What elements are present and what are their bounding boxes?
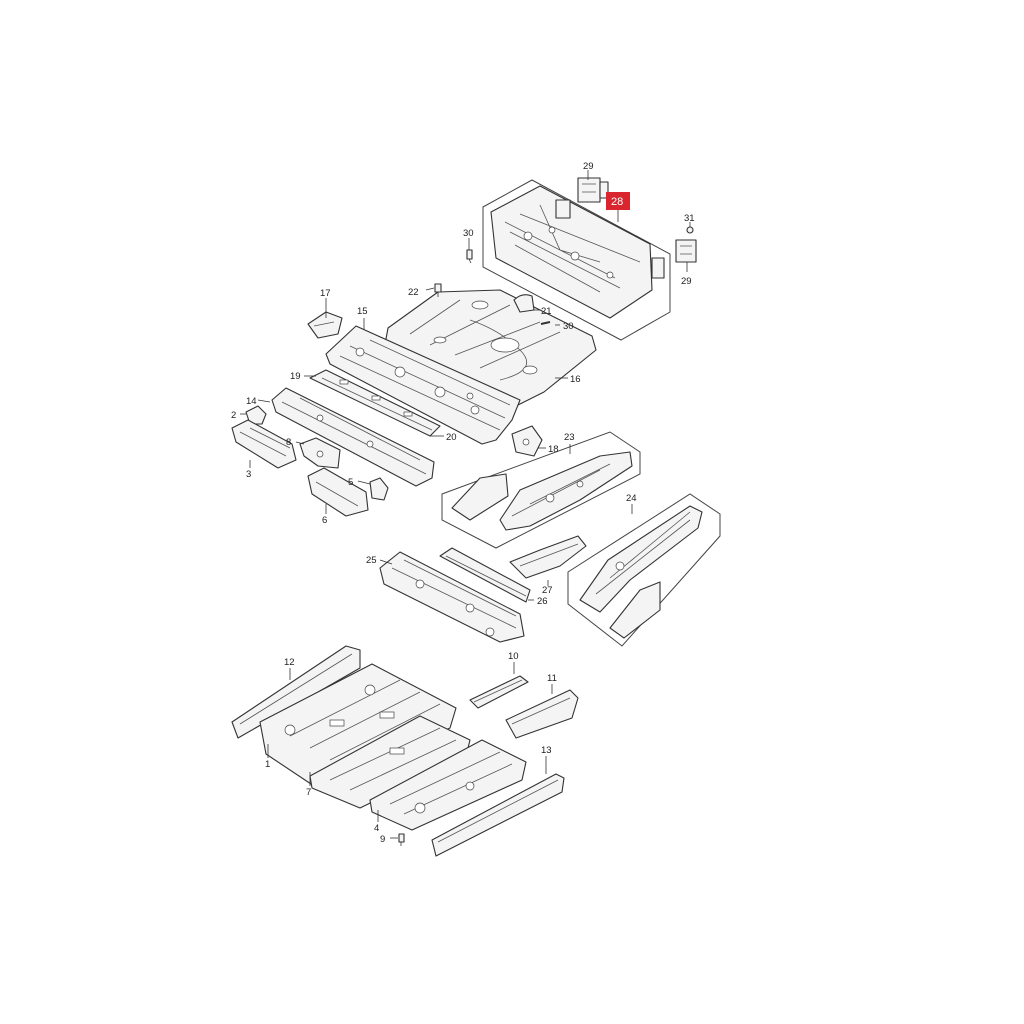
callout-17[interactable]: 17 bbox=[320, 288, 331, 299]
rail-6[interactable] bbox=[307, 467, 369, 517]
callout-16[interactable]: 16 bbox=[570, 374, 581, 385]
callout-labels: 29 31 29 30 22 21 30 17 15 16 19 14 2 20… bbox=[231, 161, 695, 845]
bracket-29-top[interactable] bbox=[577, 177, 609, 203]
callout-8[interactable]: 8 bbox=[286, 437, 291, 448]
rocker-panel-13[interactable] bbox=[431, 773, 565, 857]
rear-panel-group bbox=[466, 170, 697, 341]
callout-7[interactable]: 7 bbox=[306, 787, 311, 798]
rear-floor-pan-16[interactable] bbox=[383, 289, 597, 409]
callout-26[interactable]: 26 bbox=[537, 596, 548, 607]
callout-10[interactable]: 10 bbox=[508, 651, 519, 662]
rear-rail-23[interactable] bbox=[451, 451, 633, 531]
bolt-30-center[interactable] bbox=[540, 321, 551, 325]
callout-29-right[interactable]: 29 bbox=[681, 276, 692, 287]
bracket-5[interactable] bbox=[369, 477, 389, 501]
bolt-22[interactable] bbox=[434, 283, 442, 297]
callout-28[interactable]: 28 bbox=[611, 196, 623, 208]
rear-panel-part[interactable] bbox=[490, 185, 665, 319]
callout-22[interactable]: 22 bbox=[408, 287, 419, 298]
highlight-marker bbox=[606, 192, 630, 210]
callout-30-center[interactable]: 30 bbox=[563, 321, 574, 332]
callout-20[interactable]: 20 bbox=[446, 432, 457, 443]
bracket-27[interactable] bbox=[509, 535, 587, 579]
rail-25[interactable] bbox=[379, 551, 525, 643]
rocker-panel-12[interactable] bbox=[231, 645, 361, 739]
rail-3[interactable] bbox=[231, 419, 297, 469]
callout-1[interactable]: 1 bbox=[265, 759, 270, 770]
callout-19[interactable]: 19 bbox=[290, 371, 301, 382]
group-23 bbox=[441, 431, 641, 549]
rear-floor-4[interactable] bbox=[369, 739, 527, 831]
callout-15[interactable]: 15 bbox=[357, 306, 368, 317]
callout-25[interactable]: 25 bbox=[366, 555, 377, 566]
crossmember-15[interactable] bbox=[325, 325, 521, 445]
callout-24[interactable]: 24 bbox=[626, 493, 637, 504]
bracket-17[interactable] bbox=[307, 311, 343, 339]
rail-26[interactable] bbox=[439, 547, 531, 603]
callout-23[interactable]: 23 bbox=[564, 432, 575, 443]
callout-27[interactable]: 27 bbox=[542, 585, 553, 596]
callout-18[interactable]: 18 bbox=[548, 444, 559, 455]
bracket-18[interactable] bbox=[511, 425, 543, 457]
side-rail-14[interactable] bbox=[271, 387, 435, 487]
callout-5[interactable]: 5 bbox=[348, 477, 353, 488]
callout-29-top[interactable]: 29 bbox=[583, 161, 594, 172]
bracket-21[interactable] bbox=[513, 294, 535, 313]
rail-reinforcement-19[interactable] bbox=[309, 369, 441, 437]
callout-30-left[interactable]: 30 bbox=[463, 228, 474, 239]
front-floor-1[interactable] bbox=[259, 663, 457, 791]
bolt-9[interactable] bbox=[398, 833, 405, 846]
bracket-8[interactable] bbox=[299, 437, 341, 469]
crossmember-10[interactable] bbox=[469, 675, 529, 709]
callout-6[interactable]: 6 bbox=[322, 515, 327, 526]
rear-rail-24[interactable] bbox=[579, 505, 703, 639]
callout-28-highlighted[interactable]: 28 bbox=[606, 192, 630, 210]
bolt-30-left[interactable] bbox=[466, 249, 473, 264]
callout-9[interactable]: 9 bbox=[380, 834, 385, 845]
bolt-31[interactable] bbox=[686, 226, 694, 234]
crossmember-11[interactable] bbox=[505, 689, 579, 739]
callout-21[interactable]: 21 bbox=[541, 306, 552, 317]
group-24 bbox=[567, 493, 721, 647]
callout-14[interactable]: 14 bbox=[246, 396, 257, 407]
bracket-29-right[interactable] bbox=[675, 239, 697, 263]
callout-31[interactable]: 31 bbox=[684, 213, 695, 224]
callout-3[interactable]: 3 bbox=[246, 469, 251, 480]
callout-11[interactable]: 11 bbox=[547, 673, 557, 684]
callout-4[interactable]: 4 bbox=[374, 823, 379, 834]
callout-12[interactable]: 12 bbox=[284, 657, 295, 668]
callout-2[interactable]: 2 bbox=[231, 410, 236, 421]
leader-lines bbox=[240, 287, 633, 839]
callout-13[interactable]: 13 bbox=[541, 745, 552, 756]
